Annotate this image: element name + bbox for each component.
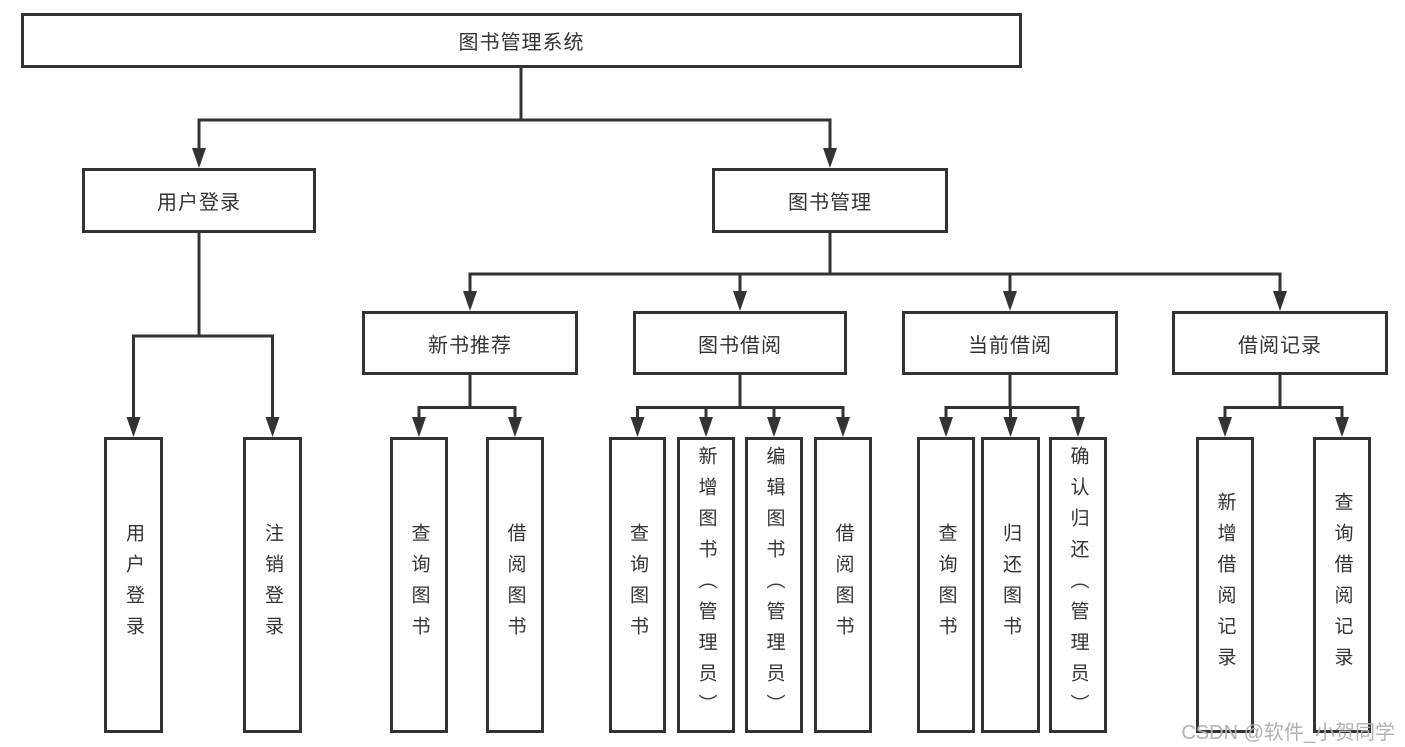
node-logout: 注销登录 [243, 437, 302, 733]
node-library-management-system: 图书管理系统 [21, 13, 1022, 68]
node-label: 注销登录 [262, 523, 283, 647]
node-label: 新书推荐 [428, 334, 512, 357]
node-query-borrow-record: 查询借阅记录 [1313, 437, 1371, 733]
node-new-book-recommend: 新书推荐 [362, 311, 578, 375]
node-borrowing-records: 借阅记录 [1172, 311, 1388, 375]
node-book-borrowing: 图书借阅 [633, 311, 847, 375]
node-add-book-admin: 新增图书（管理员） [677, 437, 735, 733]
node-current-borrowing: 当前借阅 [902, 311, 1118, 375]
node-label: 编辑图书（管理员） [763, 445, 785, 725]
node-user-login: 用户登录 [82, 168, 316, 233]
node-return-book: 归还图书 [981, 437, 1040, 733]
node-query-books-borrow: 查询图书 [609, 437, 666, 733]
node-query-books-recommend: 查询图书 [390, 437, 448, 733]
node-login: 用户登录 [104, 437, 163, 733]
node-label: 用户登录 [123, 523, 144, 647]
node-label: 查询借阅记录 [1331, 492, 1353, 678]
node-label: 确认归还（管理员） [1067, 445, 1089, 725]
node-borrow-books-recommend: 借阅图书 [486, 437, 544, 733]
node-label: 新增借阅记录 [1214, 492, 1236, 678]
node-label: 当前借阅 [968, 334, 1052, 357]
node-label: 图书管理系统 [458, 32, 585, 54]
node-label: 图书借阅 [698, 334, 782, 357]
node-label: 借阅图书 [832, 523, 854, 647]
node-label: 查询图书 [627, 523, 648, 647]
node-label: 查询图书 [408, 523, 430, 647]
node-label: 新增图书（管理员） [695, 445, 717, 725]
node-edit-book-admin: 编辑图书（管理员） [745, 437, 803, 733]
node-label: 图书管理 [788, 192, 872, 214]
node-label: 归还图书 [1000, 523, 1021, 647]
node-confirm-return-admin: 确认归还（管理员） [1049, 437, 1107, 733]
node-add-borrow-record: 新增借阅记录 [1196, 437, 1254, 733]
node-label: 借阅记录 [1238, 334, 1322, 357]
arrowheads [126, 148, 1349, 437]
node-query-books-current: 查询图书 [917, 437, 975, 733]
node-borrow-books: 借阅图书 [814, 437, 872, 733]
node-book-management: 图书管理 [712, 168, 948, 233]
csdn-watermark: CSDN @软件_小贺同学 [1181, 722, 1395, 744]
node-label: 用户登录 [157, 192, 241, 214]
node-label: 查询图书 [935, 523, 957, 647]
node-label: 借阅图书 [504, 523, 526, 647]
